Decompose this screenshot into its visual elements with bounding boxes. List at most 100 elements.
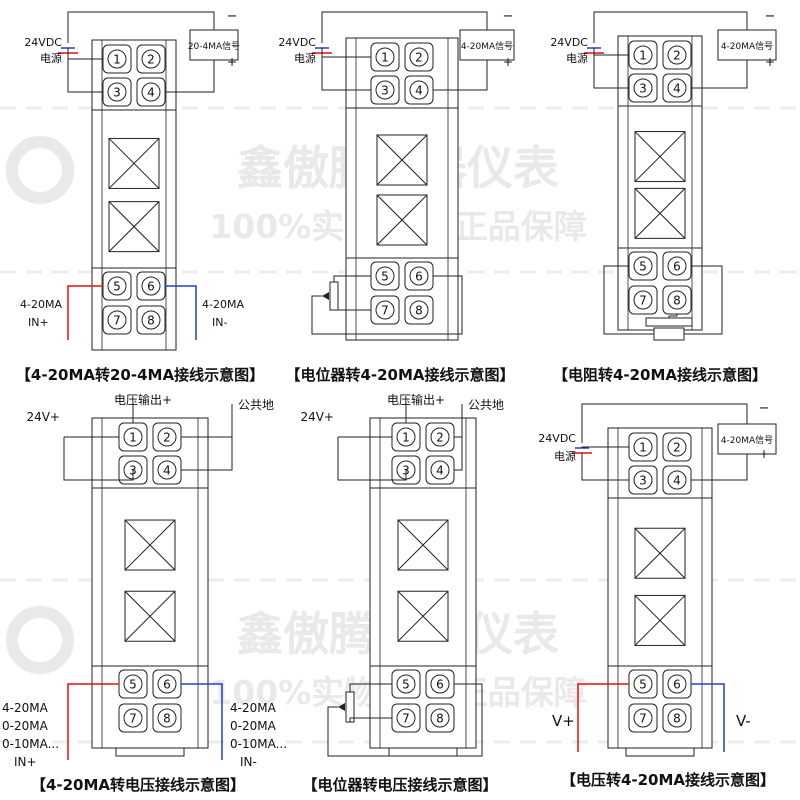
signal-box [189,29,239,61]
terminal-screw [633,78,653,98]
terminal-number-7: 7 [402,712,410,726]
terminal-number-1: 1 [113,53,121,67]
voltage-output-label: 电压输出+ [387,392,445,407]
terminal-screw [375,47,395,67]
plus-sign: + [759,447,769,461]
terminal-number-7: 7 [381,304,389,318]
supply-label: 电源 [566,51,588,65]
terminal-7: 7 [628,703,658,733]
wire-t3 [581,453,629,481]
terminal-screw [409,80,429,100]
terminal-number-4: 4 [147,86,155,100]
terminal-number-5: 5 [129,678,137,692]
terminal-number-6: 6 [415,270,423,284]
wire-t1 [581,446,629,448]
terminal-screw [409,300,429,320]
input-right-label: 4-20MA [202,298,244,311]
terminal-6: 6 [404,261,434,291]
top-terminal-block [369,417,477,489]
terminal-5: 5 [628,669,658,699]
wire-neg [581,403,748,443]
potentiometer-wiper [338,703,345,711]
terminal-screw [667,708,687,728]
terminal-screw [633,290,653,310]
bottom-terminal-block [345,257,459,341]
input-positive-wire [577,683,629,752]
terminal-4: 4 [152,455,182,485]
terminal-screw [633,674,653,694]
terminal-number-5: 5 [113,280,121,294]
terminal-screw [667,256,687,276]
terminal-screw [157,460,177,480]
terminal-number-2: 2 [673,49,681,63]
wire-t4 [165,60,215,93]
supply-label: 电源 [40,51,62,65]
voltage-output-label: 电压输出+ [114,392,172,407]
supply-voltage-label: 24VDC [538,432,576,445]
terminal-5: 5 [370,261,400,291]
terminal-8: 8 [425,703,455,733]
wire-neg [321,11,488,43]
terminal-number-8: 8 [415,304,423,318]
terminal-1: 1 [370,42,400,72]
supply-positive-label: 24V+ [26,410,60,424]
top-terminal-block [607,427,713,499]
terminal-number-1: 1 [639,49,647,63]
common-ground-label: 公共地 [468,398,504,412]
terminal-7: 7 [628,285,658,315]
terminal-number-3: 3 [113,86,121,100]
input-positive-wire [67,683,119,760]
terminal-1: 1 [628,432,658,462]
terminal-screw [107,310,127,330]
input-positive-wire [67,285,103,340]
input-negative-wire [181,683,223,760]
resistor-wire-left [603,265,656,335]
terminal-number-6: 6 [436,678,444,692]
terminal-screw [633,437,653,457]
input-negative-wire [691,683,725,752]
wire-t4 [181,437,233,471]
terminal-7: 7 [102,305,132,335]
watermark-camera-icon [6,606,74,674]
terminal-number-5: 5 [639,260,647,274]
terminal-screw [157,427,177,447]
terminal-number-3: 3 [639,82,647,96]
terminal-screw [667,470,687,490]
terminal-number-1: 1 [639,441,647,455]
panel-caption: 【电位器转4-20MA接线示意图】 [285,366,514,384]
pot-wire-top [333,275,371,282]
supply-voltage-label: 24VDC [550,36,588,49]
terminal-number-4: 4 [415,84,423,98]
terminal-7: 7 [118,703,148,733]
signal-label: 20-4MA信号 [188,40,240,52]
relay-cross [634,188,686,239]
input-left-label-3: IN+ [14,755,37,769]
terminal-8: 8 [404,295,434,325]
input-left-label: 4-20MA [20,298,62,311]
terminal-2: 2 [404,42,434,72]
terminal-number-7: 7 [113,314,121,328]
relay-cross [108,201,160,252]
terminal-2: 2 [152,422,182,452]
wire-t3 [337,437,407,481]
pot-wire-bottom [349,717,392,722]
wire-t4 [691,60,748,89]
terminal-5: 5 [628,251,658,281]
terminal-number-7: 7 [639,712,647,726]
potentiometer [329,281,339,311]
terminal-screw [375,266,395,286]
terminal-number-5: 5 [402,678,410,692]
input-right-label-3: IN- [240,755,257,769]
panel-caption: 【4-20MA转20-4MA接线示意图】 [16,366,264,384]
wire-t4 [691,454,748,481]
terminal-8: 8 [662,285,692,315]
terminal-number-6: 6 [673,678,681,692]
terminal-6: 6 [136,271,166,301]
terminal-screw [123,427,143,447]
